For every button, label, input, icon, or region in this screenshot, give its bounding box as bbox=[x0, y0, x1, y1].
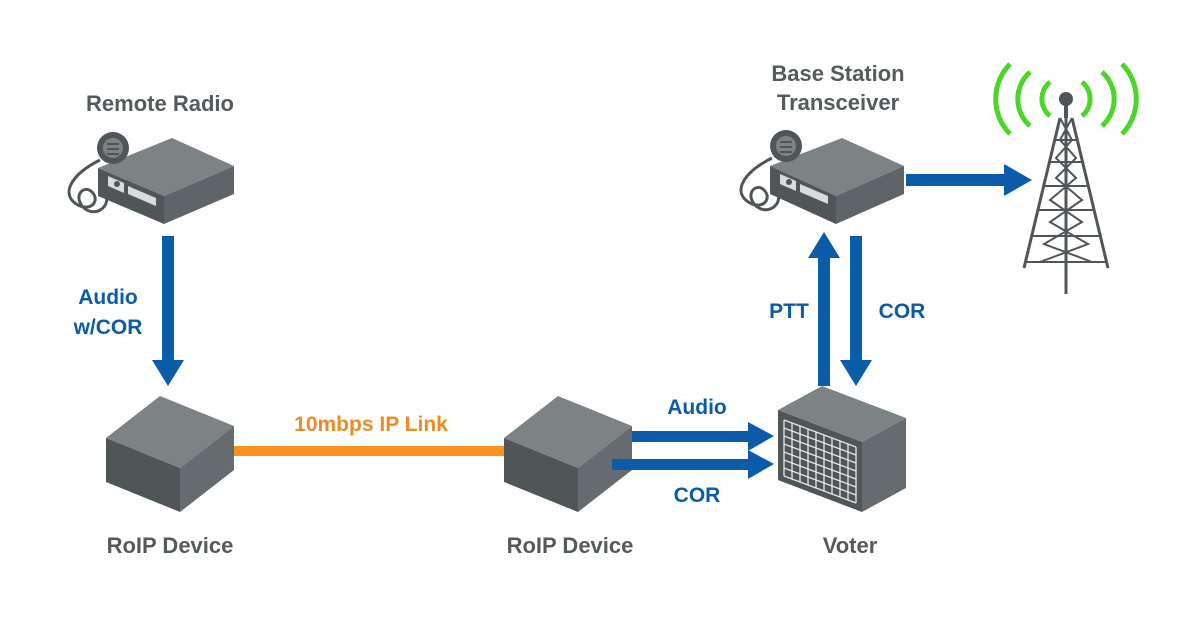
arrow-ptt-up bbox=[808, 232, 840, 386]
cor-right-label: COR bbox=[879, 300, 926, 323]
audio-label: Audio bbox=[667, 396, 726, 419]
roip-device-left-label: RoIP Device bbox=[107, 533, 234, 558]
audio-cor-label-line2: w/COR bbox=[73, 316, 143, 339]
ptt-label: PTT bbox=[769, 300, 809, 323]
voter-label: Voter bbox=[823, 533, 878, 558]
remote-radio-label: Remote Radio bbox=[86, 91, 234, 116]
base-station-radio-icon bbox=[739, 130, 904, 224]
arrow-remote-to-roip bbox=[152, 236, 184, 386]
arrow-cor-down bbox=[840, 236, 872, 386]
voter-grid bbox=[783, 419, 857, 504]
roip-device-left-icon bbox=[106, 396, 234, 512]
roip-device-right-icon bbox=[504, 396, 632, 512]
arrow-audio-to-voter bbox=[632, 422, 774, 451]
audio-cor-label-line1: Audio bbox=[78, 286, 137, 309]
arrow-cor-to-voter bbox=[612, 450, 774, 479]
base-station-label-line1: Base Station bbox=[771, 61, 904, 86]
roip-device-right-label: RoIP Device bbox=[507, 533, 634, 558]
base-station-label-line2: Transceiver bbox=[777, 90, 900, 115]
arrow-base-to-tower bbox=[906, 164, 1032, 196]
voter-rack-icon bbox=[778, 386, 906, 512]
remote-radio-icon bbox=[67, 132, 234, 224]
ip-link-label: 10mbps IP Link bbox=[294, 413, 448, 436]
cor-bottom-label: COR bbox=[674, 484, 721, 507]
radio-tower-icon bbox=[993, 62, 1139, 294]
